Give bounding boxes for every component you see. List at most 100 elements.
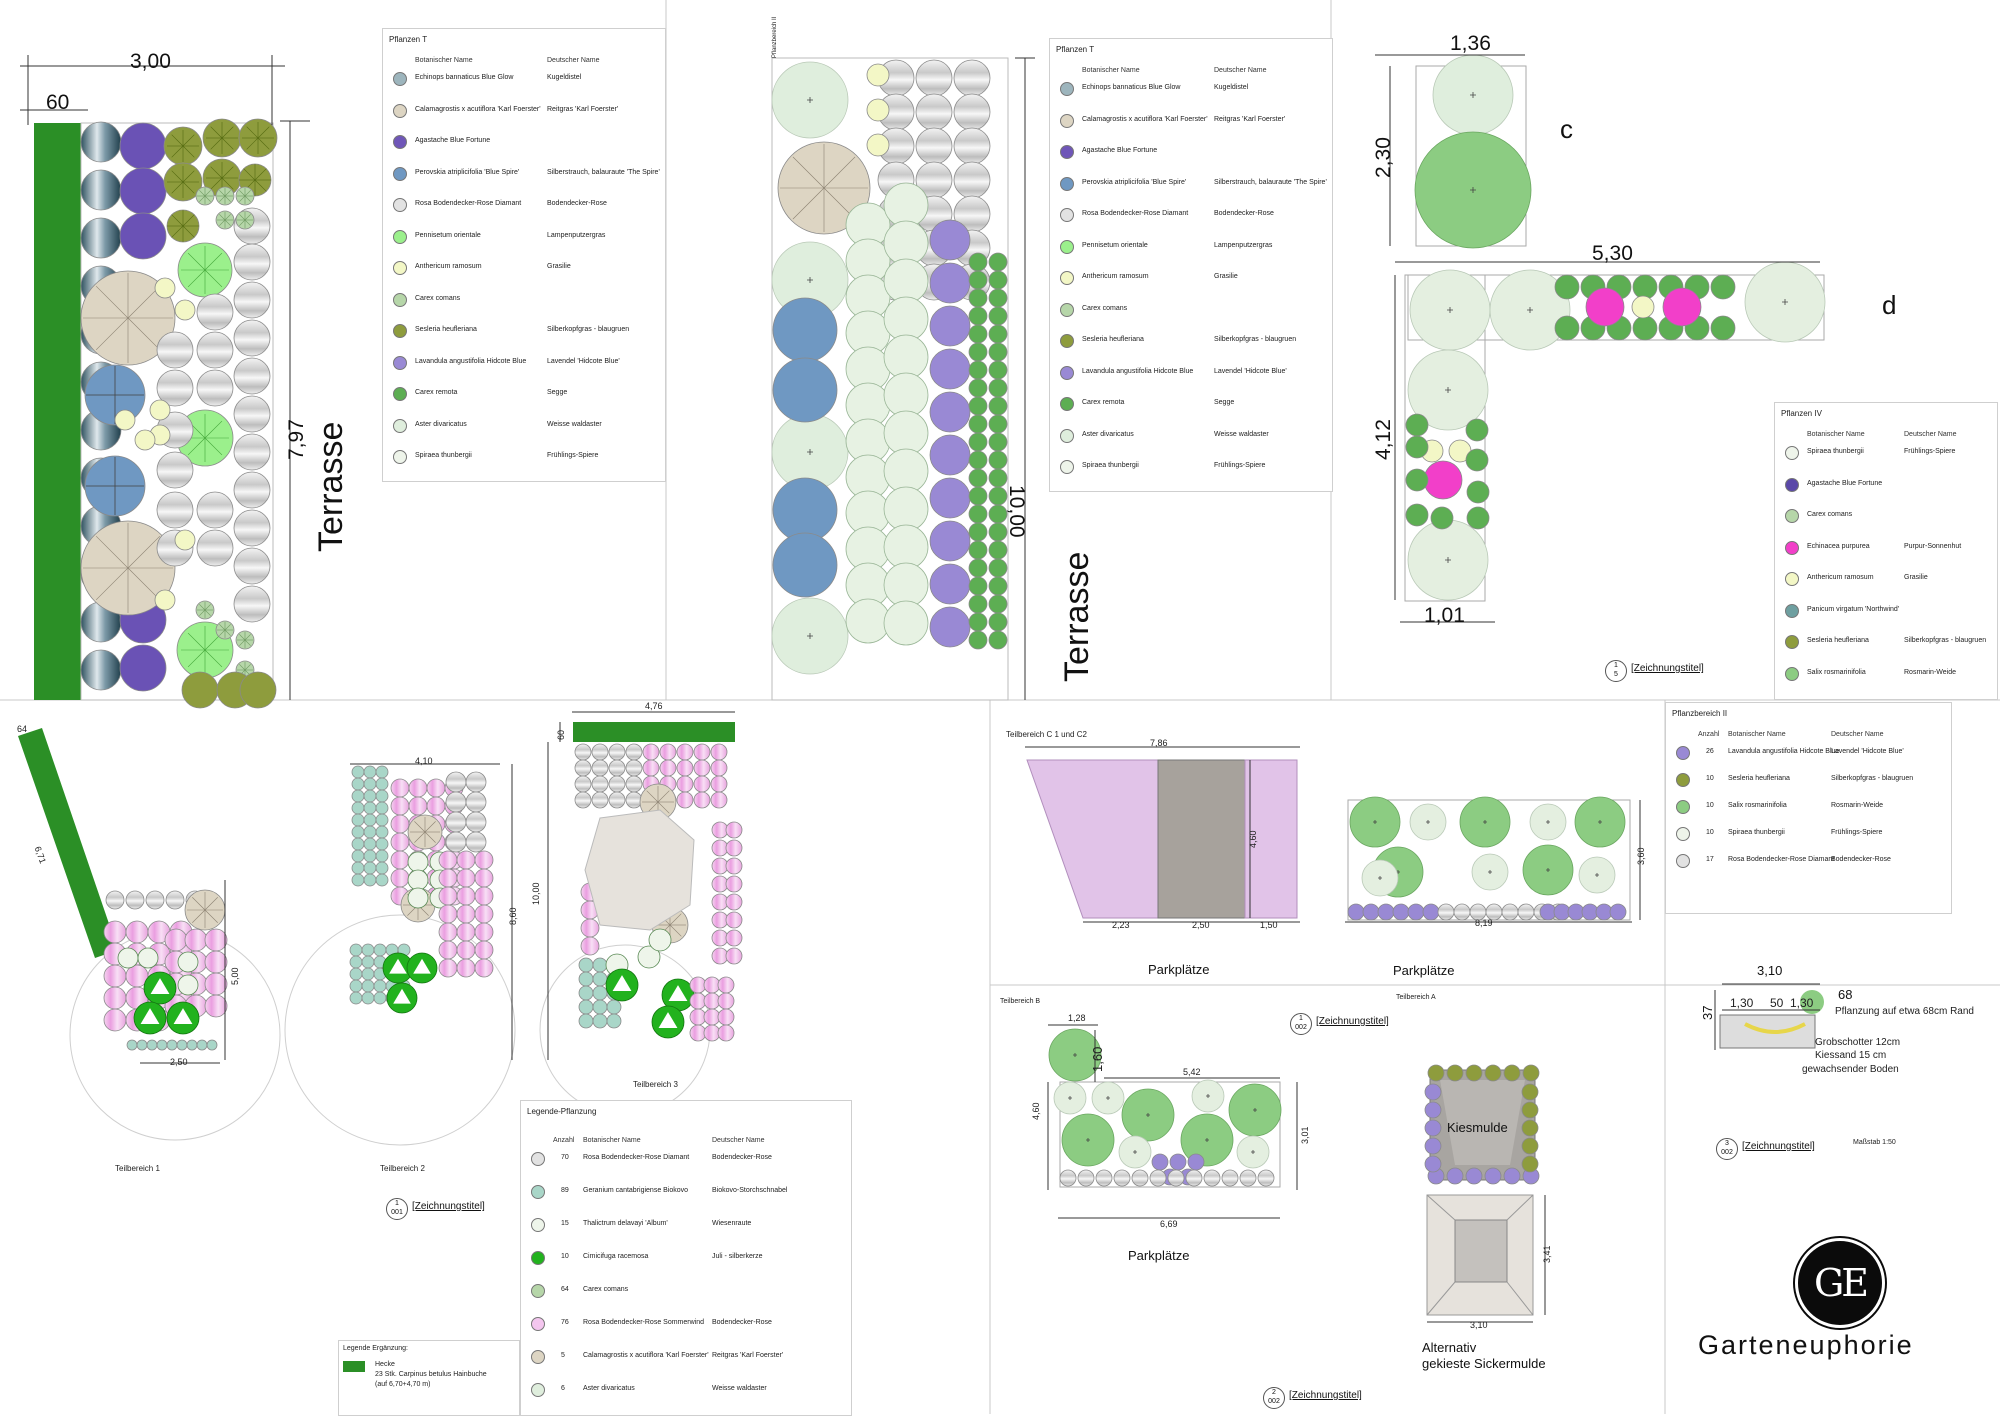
aster-plant — [883, 448, 929, 494]
sec-note-2: Grobschotter 12cm — [1815, 1037, 1901, 1048]
aster-plant — [883, 562, 929, 608]
plant-symbol-icon — [1060, 271, 1074, 285]
rosa-sommerwind-plant — [474, 922, 494, 942]
rosa-sommerwind-plant — [725, 911, 743, 929]
lavender-plant — [929, 219, 971, 261]
rosa-sommerwind-plant — [456, 958, 476, 978]
rosa-plant — [710, 759, 728, 777]
legend-german-name: Biokovo-Storchschnabel — [712, 1187, 788, 1194]
rosa-plant — [676, 791, 694, 809]
legend-botanical-name: Sesleria heufleriana — [1807, 637, 1869, 644]
carex-plant — [1632, 315, 1658, 341]
plant-spoke — [254, 179, 267, 192]
perovskia-plant — [772, 297, 838, 363]
carex-remota-plant — [968, 396, 988, 416]
geranium-plant — [126, 1039, 138, 1051]
rosa-sommerwind-plant — [438, 886, 458, 906]
rosa-sommerwind-plant — [711, 857, 729, 875]
plant-center-mark — [1106, 1096, 1110, 1100]
legend-german-name: Kugeldistel — [547, 74, 582, 81]
plant-spoke — [424, 831, 436, 843]
rosa-sommerwind-plant — [725, 947, 743, 965]
rosa-diamant-plant — [156, 369, 194, 407]
carex-remota-plant — [988, 414, 1008, 434]
legend-header-german: Deutscher Name — [1214, 67, 1267, 74]
rosa-plant — [574, 759, 592, 777]
legend-botanical-name: Sesleria heufleriana — [415, 326, 477, 333]
lavender-plant — [1503, 1167, 1521, 1185]
geranium-plant — [363, 789, 377, 803]
plant-symbol-icon — [1785, 603, 1799, 618]
plant-spoke — [192, 909, 206, 923]
plant-spoke — [127, 285, 161, 319]
rosa-diamant-plant — [1167, 1169, 1185, 1187]
legend-row: Agastache Blue Fortune — [1050, 145, 1332, 168]
rosa-sommerwind-plant — [703, 976, 721, 994]
cimicifuga-mark — [389, 958, 407, 974]
geranium-plant — [349, 967, 363, 981]
rosa-diamant-plant — [1131, 1169, 1149, 1187]
rosa-plant — [608, 791, 626, 809]
rosa-diamant-plant — [953, 127, 991, 165]
plant-symbol-icon — [531, 1317, 545, 1331]
perovskia-plant — [772, 357, 838, 423]
aster-plant — [883, 486, 929, 532]
sick-dim-w: 3,10 — [1470, 1320, 1488, 1330]
lavender-plant — [1567, 903, 1585, 921]
geranium-plant — [578, 999, 594, 1015]
legend-title: Pflanzen T — [1056, 45, 1095, 54]
rosa-plant — [642, 759, 660, 777]
plant-symbol-icon — [1060, 176, 1074, 191]
plant-center-mark — [1470, 187, 1476, 193]
plant-spoke — [244, 664, 251, 671]
rosa-sommerwind-plant — [580, 936, 600, 956]
rosa-diamant-plant — [156, 491, 194, 529]
legend-count: 17 — [1706, 856, 1714, 863]
geranium-plant — [136, 1039, 148, 1051]
lavender-plant — [1484, 1167, 1502, 1185]
anthericum-plant — [114, 409, 136, 431]
carex-remota-plant — [988, 558, 1008, 578]
rosa-plant — [710, 791, 728, 809]
legend-count: 10 — [561, 1253, 569, 1260]
plant-center-mark — [1253, 1108, 1257, 1112]
lavender-plant — [929, 477, 971, 519]
pb-title: Teilbereich B — [1000, 998, 1041, 1005]
plant-center-mark — [86, 457, 144, 515]
carex-plant — [1554, 274, 1580, 300]
plant-symbol-icon — [393, 418, 407, 433]
rosa-sommerwind-plant — [711, 875, 729, 893]
carex-remota-plant — [968, 522, 988, 542]
legend-header-count: Anzahl — [553, 1137, 575, 1144]
carex-remota-plant — [968, 360, 988, 380]
legend-german-name: Lavendel 'Hidcote Blue' — [1831, 748, 1904, 755]
lavender-plant — [1151, 1153, 1169, 1171]
rosa-sommerwind-plant — [703, 992, 721, 1010]
plant-spoke — [182, 181, 195, 194]
rosa-diamant-plant — [915, 93, 953, 131]
lavender-plant — [1446, 1167, 1464, 1185]
sesleria-plant — [1521, 1101, 1539, 1119]
carex-remota-plant — [988, 612, 1008, 632]
aster-plant — [883, 524, 929, 570]
carex-plant — [1405, 503, 1429, 527]
legend-botanical-name: Panicum virgatum 'Northwind' — [1807, 605, 1900, 613]
lavender-plant — [1169, 1153, 1187, 1171]
plant-spoke — [204, 252, 223, 271]
legend-german-name: Purpur-Sonnenhut — [1904, 542, 1962, 550]
plant-spoke — [657, 790, 670, 803]
rosa-sommerwind-plant — [390, 832, 410, 852]
agastache-plant — [119, 122, 167, 170]
carex-remota-plant — [968, 468, 988, 488]
lavender-plant — [1392, 903, 1410, 921]
aster-plant — [883, 182, 929, 228]
rosa-diamant-plant — [1149, 1169, 1167, 1187]
rosa-sommerwind-plant — [711, 821, 729, 839]
rosa-plant — [591, 775, 609, 793]
anthericum-plant — [149, 399, 171, 421]
plant-spoke — [239, 214, 246, 221]
